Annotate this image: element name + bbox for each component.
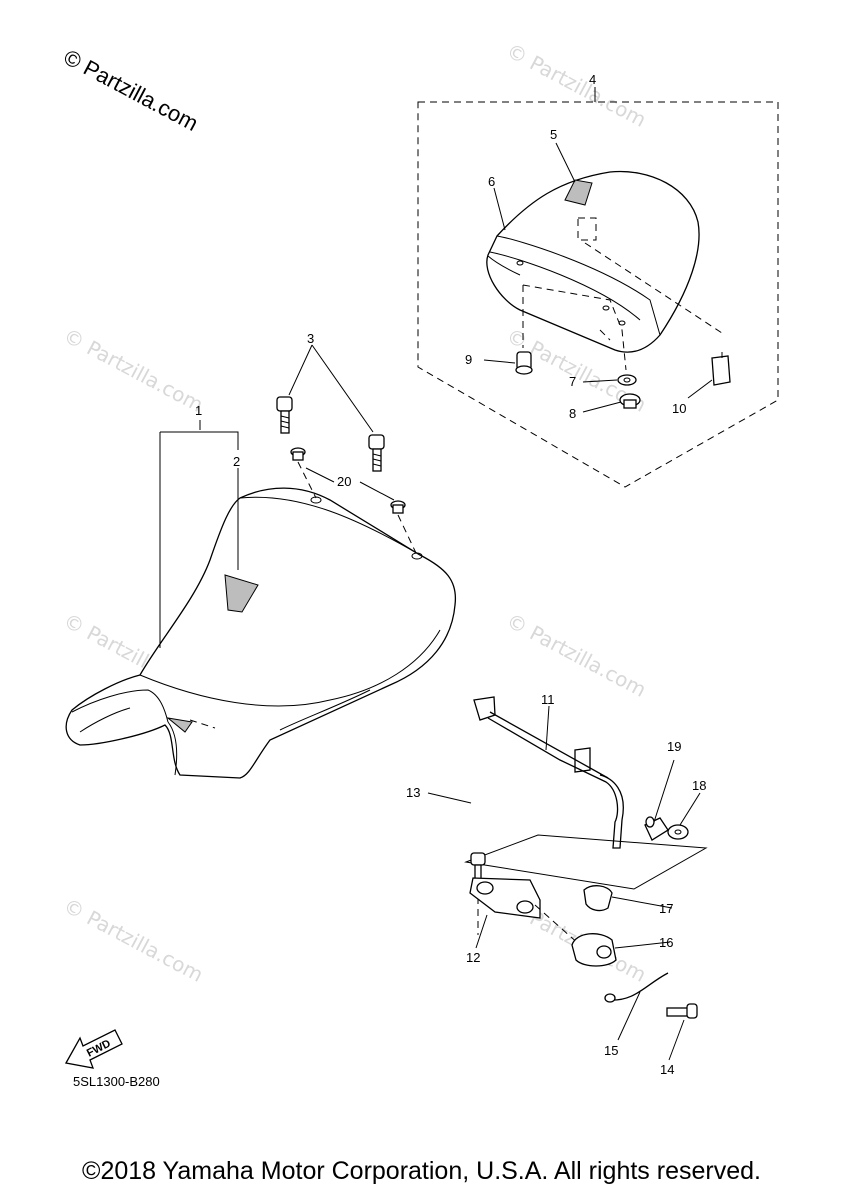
svg-text:FWD: FWD: [85, 1038, 113, 1060]
svg-text:© Partzilla.com: © Partzilla.com: [503, 608, 651, 702]
callout-3: 3: [307, 331, 314, 346]
damper-9: [515, 351, 533, 375]
callout-1: 1: [195, 403, 202, 418]
watermark-faint-5: © Partzilla.com: [503, 608, 651, 702]
callout-19: 19: [667, 739, 681, 754]
callout-6: 6: [488, 174, 495, 189]
rear-seat-cowl: [486, 170, 723, 371]
nut-8: [619, 393, 641, 409]
callout-12: 12: [466, 950, 480, 965]
callout-5: 5: [550, 127, 557, 142]
svg-text:© Partzilla.com: © Partzilla.com: [60, 893, 208, 987]
collar-17: [583, 885, 613, 912]
callout-7: 7: [569, 374, 576, 389]
svg-text:© Partzilla.com: © Partzilla.com: [503, 38, 651, 132]
clip-19: [644, 816, 669, 841]
callout-11: 11: [541, 692, 555, 707]
callout-16: 16: [659, 935, 673, 950]
callout-18: 18: [692, 778, 706, 793]
seat-label-patch: [224, 574, 259, 613]
callout-14: 14: [660, 1062, 674, 1077]
callout-20: 20: [337, 474, 351, 489]
watermark-faint-2: © Partzilla.com: [60, 323, 208, 417]
lock-cylinder-16: [571, 933, 617, 967]
lock-bracket-12: [469, 877, 541, 919]
seat-lock-cable: [473, 696, 624, 849]
kit-boundary: [417, 101, 779, 488]
clip-10: [711, 352, 731, 386]
diagram-code: 5SL1300-B280: [73, 1074, 160, 1089]
watermark-faint-1: © Partzilla.com: [503, 38, 651, 132]
cowl-label-patch: [564, 179, 593, 206]
fwd-arrow-icon: FWD: [64, 1029, 123, 1069]
callout-4: 4: [589, 72, 596, 87]
bolt-3-right: [368, 434, 385, 472]
watermark-main: © Partzilla.com: [60, 44, 203, 136]
copyright-notice: ©2018 Yamaha Motor Corporation, U.S.A. A…: [82, 1157, 761, 1185]
callout-8: 8: [569, 406, 576, 421]
bolt-14: [666, 1003, 698, 1019]
callout-17: 17: [659, 901, 673, 916]
nut-20-right: [390, 500, 406, 514]
seat-label-patch-lower: [166, 717, 193, 733]
washer-7: [617, 374, 637, 386]
callout-2: 2: [233, 454, 240, 469]
washer-18: [667, 824, 689, 840]
callout-15: 15: [604, 1043, 618, 1058]
nut-20-left: [290, 447, 306, 461]
callout-13: 13: [406, 785, 420, 800]
bolt-3-left: [276, 396, 293, 434]
svg-text:© Partzilla.com: © Partzilla.com: [60, 44, 203, 136]
callout-9: 9: [465, 352, 472, 367]
seat-assembly: [65, 487, 457, 779]
callout-10: 10: [672, 401, 686, 416]
screw-13: [470, 852, 486, 884]
leader-lines: [159, 142, 713, 1061]
watermark-faint-6: © Partzilla.com: [60, 893, 208, 987]
svg-text:© Partzilla.com: © Partzilla.com: [60, 323, 208, 417]
